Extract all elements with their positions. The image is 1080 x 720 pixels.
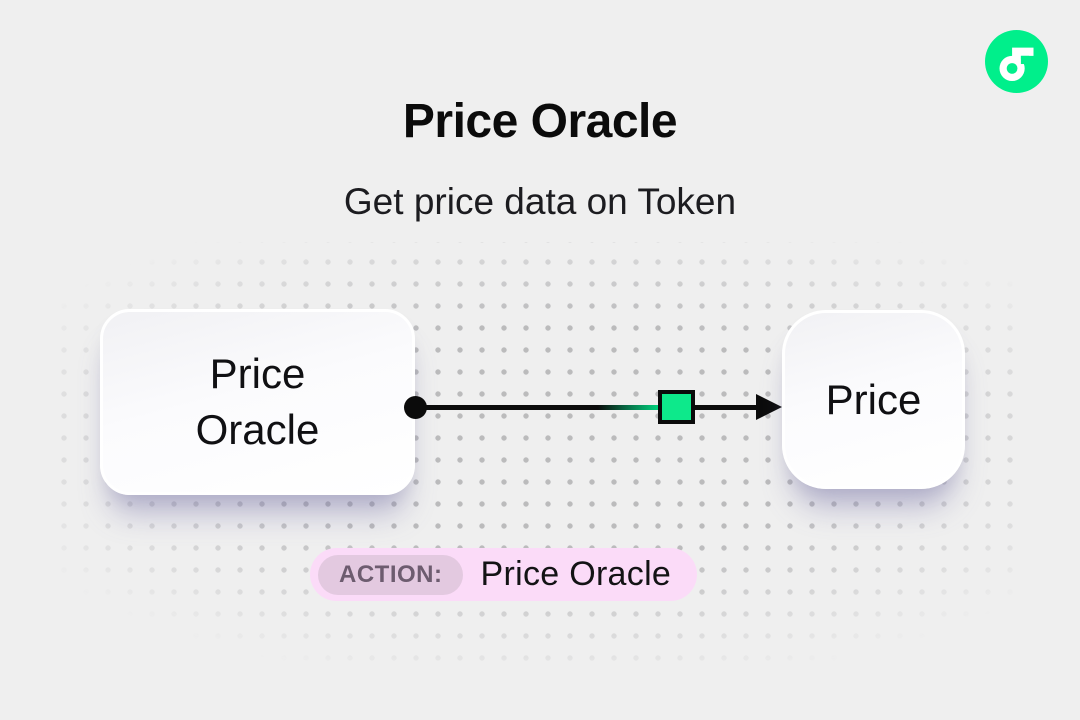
action-badge-label: ACTION: (318, 554, 464, 595)
page-title: Price Oracle (402, 95, 678, 149)
action-badge-value: Price Oracle (480, 555, 672, 593)
edge-marker-square-icon (658, 390, 695, 424)
node-price-oracle: Price Oracle (100, 309, 415, 495)
edge-line-green-gradient (598, 405, 658, 410)
page-subtitle: Get price data on Token (343, 181, 737, 222)
flow-logo-icon (985, 30, 1048, 93)
node-price: Price (782, 310, 965, 489)
node-price-oracle-label: Price Oracle (195, 350, 320, 453)
node-price-label: Price (825, 375, 922, 423)
edge-arrowhead-icon (756, 394, 782, 420)
edge-line (415, 405, 757, 410)
action-badge: ACTION: Price Oracle (310, 548, 698, 601)
